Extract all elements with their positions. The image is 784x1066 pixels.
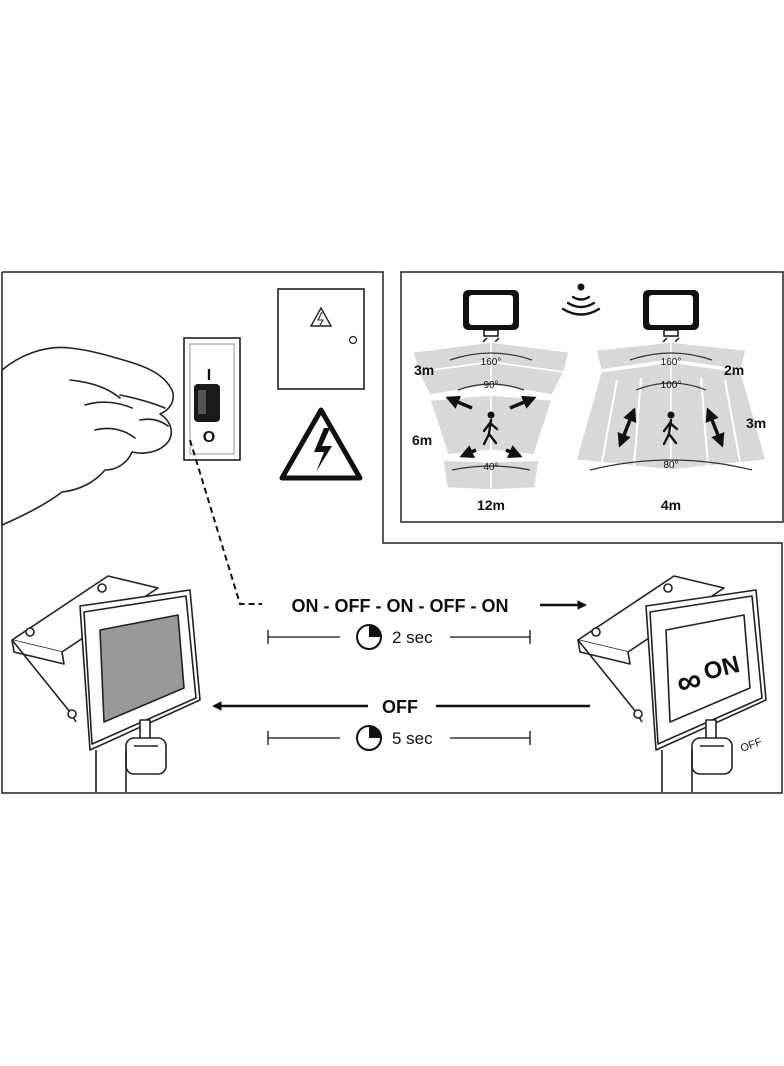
left-mid-angle: 90°	[483, 380, 498, 391]
motion-waves-icon	[561, 283, 601, 316]
timer-2sec	[267, 630, 531, 644]
toggle-sequence-text: ON - OFF - ON - OFF - ON	[292, 596, 509, 616]
walking-person-icon	[482, 411, 499, 446]
right-bottom-label: 4m	[661, 497, 681, 513]
floodlight-right-icon	[577, 575, 767, 792]
arrow-left-ll	[459, 445, 477, 459]
timer-5sec	[267, 731, 531, 745]
arc-right-outer	[629, 352, 713, 361]
floodlight-left-icon	[11, 575, 201, 792]
walking-person-icon	[662, 411, 679, 446]
hand-icon	[1, 346, 175, 526]
switch-off-symbol: O	[203, 429, 215, 446]
outer-frame	[1, 271, 783, 794]
arrow-left-ur	[509, 395, 537, 410]
wall-switch-icon: I O	[183, 337, 241, 461]
left-outer-angle: 160°	[481, 357, 502, 368]
arc-left-mid	[457, 383, 525, 391]
arrow-left-ul	[445, 395, 473, 410]
switch-on-symbol: I	[207, 367, 211, 384]
arc-left-inner	[451, 465, 531, 471]
arrow-right-l	[617, 407, 637, 448]
sensor-off-label: OFF	[739, 736, 764, 755]
off-time-label: 5 sec	[392, 729, 433, 748]
toggle-time-label: 2 sec	[392, 628, 433, 647]
sensor-left-head	[463, 290, 519, 343]
right-mid-angle: 100°	[661, 380, 682, 391]
right-height-label: 2m	[724, 362, 744, 378]
timer-icon	[356, 624, 382, 650]
left-bottom-label: 12m	[477, 497, 505, 513]
detection-zone-left	[412, 341, 570, 491]
arrow-left-lr	[505, 445, 523, 459]
arc-right-inner	[589, 459, 753, 471]
off-label: OFF	[382, 697, 418, 717]
right-inner-angle: 80°	[663, 460, 678, 471]
electrical-box-icon	[277, 288, 365, 390]
right-side-label: 3m	[746, 415, 766, 431]
timer-icon	[356, 725, 382, 751]
arc-left-outer	[449, 352, 533, 361]
dashed-connection-line	[189, 439, 262, 605]
arrow-right-r	[705, 407, 725, 448]
left-side-label: 6m	[412, 432, 432, 448]
left-inner-angle: 40°	[483, 462, 498, 473]
arc-right-mid	[635, 382, 707, 391]
high-voltage-warning-icon	[279, 407, 363, 481]
left-height-label: 3m	[414, 362, 434, 378]
right-outer-angle: 160°	[661, 357, 682, 368]
sensor-right-head	[643, 290, 699, 343]
